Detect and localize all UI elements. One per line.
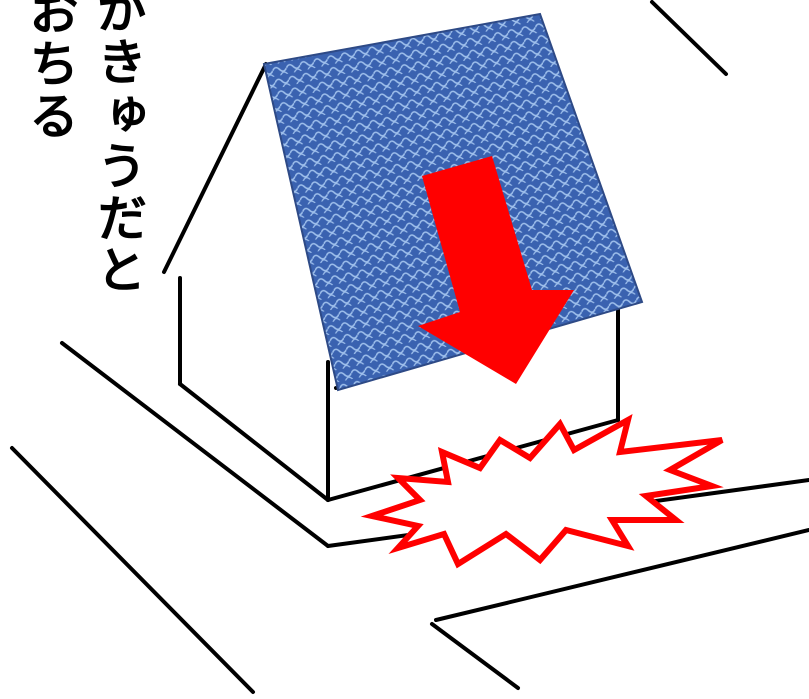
street-line-top-right [650,0,728,76]
down-arrow-icon [418,156,574,384]
impact-burst-icon [360,414,724,569]
house-gable-left [162,62,268,274]
street-line-bottom-right [430,622,520,690]
house-base-left [178,382,330,502]
street-line-right-lower [434,528,809,622]
caption-line-2: おちる [21,0,79,142]
street-line-left-long [60,341,330,548]
caption-line-1: がきゅうだと [89,0,147,296]
house-base-front [326,418,620,502]
street-line-left-lower [10,446,255,694]
